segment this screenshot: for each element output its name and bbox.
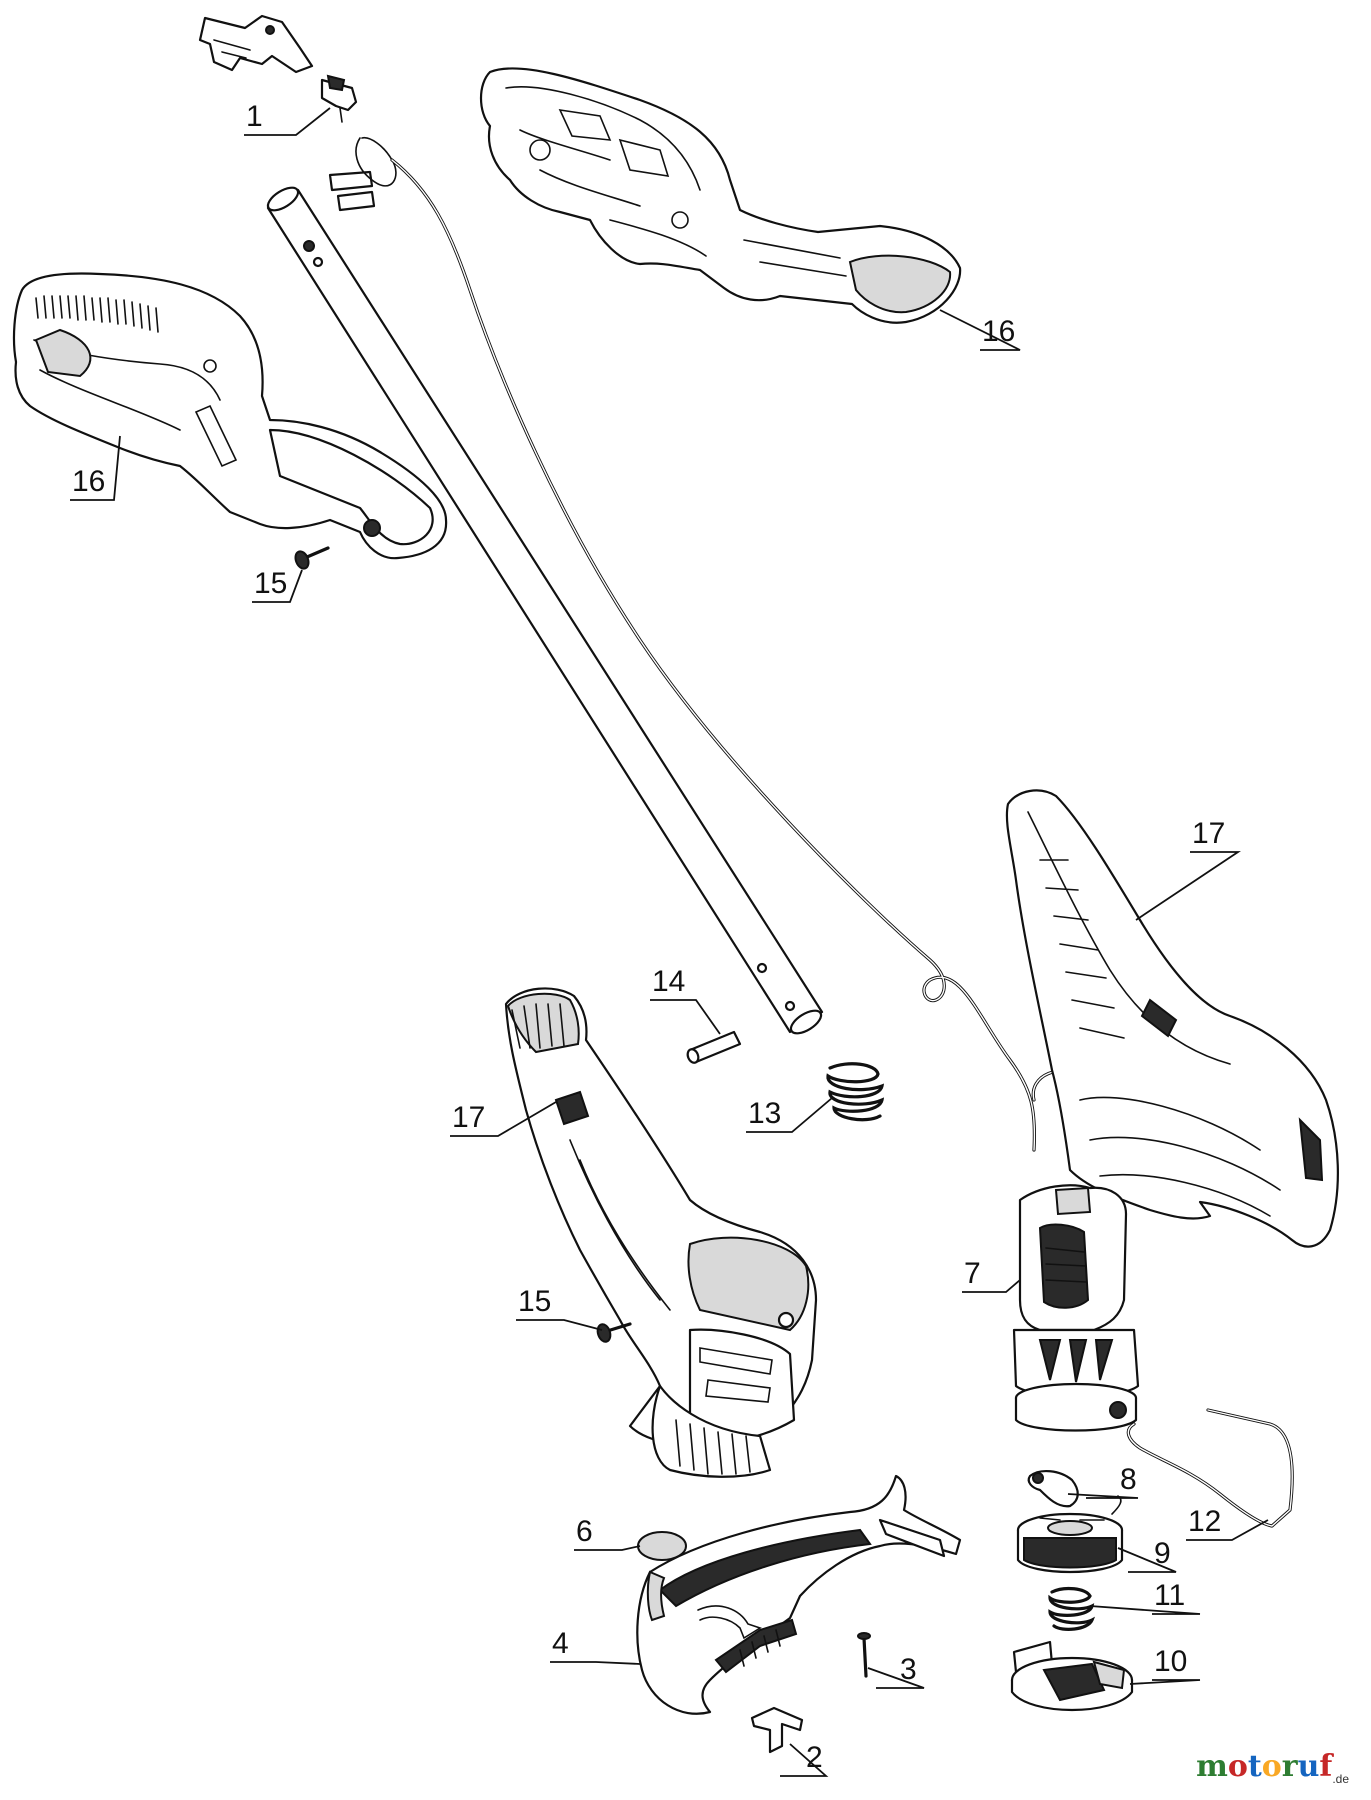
part-motor (1012, 1184, 1140, 1432)
part-switch (320, 74, 358, 123)
callout-13: 13 (748, 1097, 781, 1130)
watermark-letter: f (1319, 1749, 1333, 1784)
callout-12: 12 (1188, 1505, 1221, 1538)
part-housing-half-left (504, 987, 818, 1478)
watermark-letter: t (1247, 1749, 1262, 1784)
part-motor-cable (390, 158, 1112, 1182)
part-guard (636, 1474, 962, 1715)
callout-14: 14 (652, 965, 685, 998)
part-cable-terminals (328, 136, 397, 212)
watermark-logo: motoruf.de (1196, 1749, 1349, 1786)
callout-9: 9 (1154, 1537, 1171, 1570)
part-housing-half-right (1005, 789, 1339, 1248)
watermark-letter: o (1261, 1749, 1282, 1784)
watermark-letter: m (1196, 1749, 1228, 1784)
part-guard-screw (857, 1632, 871, 1678)
callout-15-bottom: 15 (518, 1285, 551, 1318)
callout-17-left: 17 (452, 1101, 485, 1134)
part-screw-bottom (596, 1322, 632, 1343)
callout-numbers: 1 16 16 15 17 14 13 17 7 15 8 12 6 9 11 … (72, 100, 1225, 1774)
part-spool (1016, 1495, 1124, 1574)
part-wire-guide (1126, 1408, 1294, 1528)
part-spring (826, 1062, 885, 1122)
callout-3: 3 (900, 1653, 917, 1686)
leader-lines (70, 107, 1269, 1777)
callout-11: 11 (1154, 1579, 1185, 1612)
watermark-suffix: .de (1332, 1772, 1349, 1786)
callout-8: 8 (1120, 1463, 1137, 1496)
part-line-lever (1027, 1470, 1079, 1508)
part-handle-half-left (12, 272, 448, 560)
callout-16-left: 16 (72, 465, 105, 498)
part-pin (686, 1030, 742, 1064)
callout-10: 10 (1154, 1645, 1187, 1678)
part-spool-cap (1010, 1640, 1134, 1712)
watermark-letter: r (1281, 1749, 1298, 1784)
callout-1: 1 (246, 100, 263, 133)
part-handle-half-right (479, 67, 962, 324)
callout-7: 7 (964, 1257, 981, 1290)
part-guard-clip (750, 1706, 804, 1754)
callout-2: 2 (806, 1741, 823, 1774)
part-spool-spring (1048, 1586, 1096, 1631)
part-shaft-tube (266, 186, 824, 1035)
callout-6: 6 (576, 1515, 593, 1548)
watermark-letter: o (1227, 1749, 1248, 1784)
callout-16-top: 16 (982, 315, 1015, 348)
callout-17-right: 17 (1192, 817, 1225, 850)
callout-15-top: 15 (254, 567, 287, 600)
callout-4: 4 (552, 1627, 569, 1660)
part-switch-bracket (198, 14, 314, 74)
part-screw-top (294, 546, 330, 570)
watermark-letter: u (1297, 1749, 1320, 1784)
